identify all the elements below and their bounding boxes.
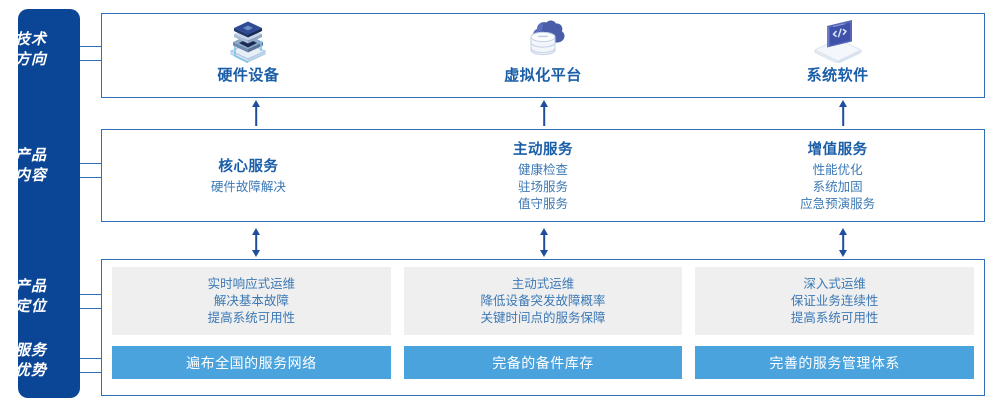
sidebar-label-line1: 产品 xyxy=(14,278,47,295)
cloud-database-icon xyxy=(512,17,574,63)
bottom-column-realtime[interactable]: 实时响应式运维 解决基本故障 提高系统可用性 遍布全国的服务网络 xyxy=(112,267,391,388)
tech-item-label: 系统软件 xyxy=(806,67,869,84)
tech-item-system-software[interactable]: 系统软件 xyxy=(690,13,985,98)
arrow-double-value-added xyxy=(836,228,850,257)
sidebar-label-line2: 方向 xyxy=(14,51,47,68)
sidebar-label-line1: 产品 xyxy=(14,147,47,164)
arrow-up-system-software xyxy=(836,100,850,126)
product-content-row: 核心服务 硬件故障解决 主动服务 健康检查 驻场服务 值守服务 增值服务 性能优… xyxy=(101,129,985,222)
product-column-item: 应急预演服务 xyxy=(800,197,876,211)
product-column-item: 系统加固 xyxy=(812,180,863,194)
arrow-up-virtualization xyxy=(537,100,551,126)
sidebar-label-line2: 内容 xyxy=(14,167,47,184)
product-column-item: 驻场服务 xyxy=(518,180,569,194)
positioning-line: 深入式运维 xyxy=(803,276,866,291)
sidebar-item-product-position: 产品 定位 xyxy=(0,277,62,317)
advantage-bar[interactable]: 遍布全国的服务网络 xyxy=(112,346,391,379)
positioning-box: 深入式运维 保证业务连续性 提高系统可用性 xyxy=(695,267,975,335)
arrow-double-core xyxy=(249,228,263,257)
product-content-panel xyxy=(101,129,985,222)
connector-product-lower xyxy=(80,177,102,178)
product-column-item: 健康检查 xyxy=(518,163,569,177)
positioning-line: 提高系统可用性 xyxy=(790,310,879,325)
server-stack-icon xyxy=(217,17,279,64)
sidebar-label-line1: 技术 xyxy=(14,31,47,48)
product-column-title: 增值服务 xyxy=(807,142,868,158)
positioning-line: 主动式运维 xyxy=(511,276,575,291)
positioning-box: 主动式运维 降低设备突发故障概率 关键时间点的服务保障 xyxy=(403,267,683,335)
positioning-line: 提高系统可用性 xyxy=(207,310,296,325)
sidebar-item-service-advantage: 服务 优势 xyxy=(0,341,62,381)
product-column-core[interactable]: 核心服务 硬件故障解决 xyxy=(101,129,396,222)
connector-tech-upper xyxy=(80,46,102,47)
arrow-up-hardware xyxy=(249,100,263,126)
connector-advantage-upper xyxy=(80,358,102,359)
bottom-column-deep[interactable]: 深入式运维 保证业务连续性 提高系统可用性 完善的服务管理体系 xyxy=(695,267,975,388)
positioning-line: 保证业务连续性 xyxy=(790,293,879,308)
tech-item-label: 虚拟化平台 xyxy=(504,67,582,84)
connector-tech-lower xyxy=(80,60,102,61)
connector-position-lower xyxy=(80,308,102,309)
positioning-line: 关键时间点的服务保障 xyxy=(480,310,606,325)
position-advantage-row: 实时响应式运维 解决基本故障 提高系统可用性 遍布全国的服务网络 主动式运维 降… xyxy=(101,259,985,396)
advantage-bar[interactable]: 完善的服务管理体系 xyxy=(695,346,975,379)
product-column-item: 值守服务 xyxy=(518,197,569,211)
tech-direction-row: 硬件设备 虚拟化平台 xyxy=(101,13,985,98)
tech-item-label: 硬件设备 xyxy=(217,67,280,84)
sidebar-label-line2: 优势 xyxy=(14,362,47,379)
connector-position-upper xyxy=(80,294,102,295)
positioning-line: 解决基本故障 xyxy=(213,293,289,308)
advantage-bar[interactable]: 完备的备件库存 xyxy=(403,346,683,379)
product-column-proactive[interactable]: 主动服务 健康检查 驻场服务 值守服务 xyxy=(396,129,691,222)
tech-item-virtualization[interactable]: 虚拟化平台 xyxy=(396,13,691,98)
sidebar-label-line2: 定位 xyxy=(14,298,47,315)
positioning-box: 实时响应式运维 解决基本故障 提高系统可用性 xyxy=(112,267,391,335)
arrow-double-proactive xyxy=(537,228,551,257)
product-column-item: 性能优化 xyxy=(812,163,863,177)
product-column-value-added[interactable]: 增值服务 性能优化 系统加固 应急预演服务 xyxy=(690,129,985,222)
connector-product-upper xyxy=(80,163,102,164)
connector-advantage-lower xyxy=(80,372,102,373)
laptop-code-icon xyxy=(807,17,869,65)
positioning-line: 降低设备突发故障概率 xyxy=(480,293,606,308)
bottom-column-proactive[interactable]: 主动式运维 降低设备突发故障概率 关键时间点的服务保障 完备的备件库存 xyxy=(403,267,683,388)
product-column-title: 核心服务 xyxy=(218,159,279,175)
sidebar-item-tech-direction: 技术 方向 xyxy=(0,30,62,70)
product-column-item: 硬件故障解决 xyxy=(210,180,286,194)
category-sidebar xyxy=(18,9,80,398)
product-column-title: 主动服务 xyxy=(513,142,573,158)
sidebar-label-line1: 服务 xyxy=(14,342,47,359)
tech-item-hardware[interactable]: 硬件设备 xyxy=(101,13,396,98)
positioning-line: 实时响应式运维 xyxy=(207,276,296,291)
sidebar-item-product-content: 产品 内容 xyxy=(0,146,62,186)
